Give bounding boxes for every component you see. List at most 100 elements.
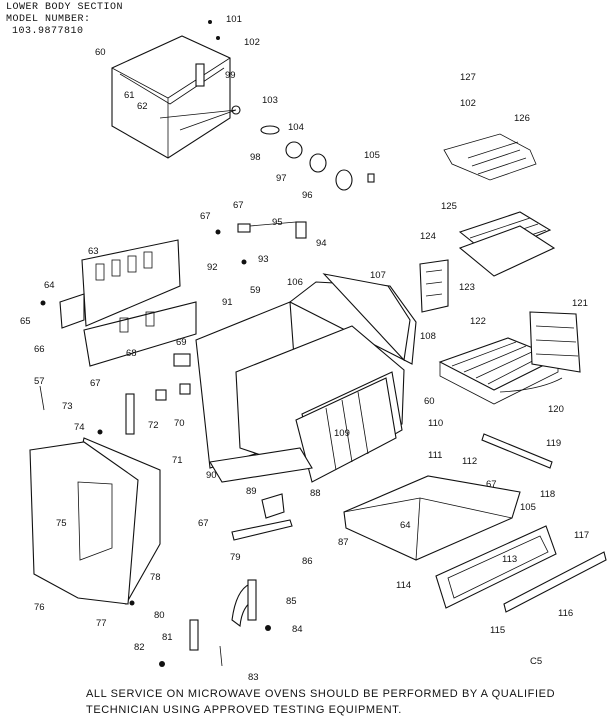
- label-70: 70: [174, 418, 185, 429]
- label-60: 60: [95, 47, 106, 58]
- label-102-right: 102: [460, 98, 476, 109]
- label-102: 102: [244, 37, 260, 48]
- label-67-bottom: 67: [198, 518, 209, 529]
- rear-panel-drawing: [40, 239, 197, 367]
- label-112: 112: [462, 456, 477, 467]
- label-71: 71: [172, 455, 183, 466]
- label-69: 69: [176, 337, 187, 348]
- label-98: 98: [250, 152, 261, 163]
- label-77: 77: [96, 618, 107, 629]
- burner-parts-drawing: [208, 20, 375, 191]
- rack-support-drawing: [499, 311, 581, 393]
- label-101: 101: [226, 14, 242, 25]
- label-82: 82: [134, 642, 145, 653]
- label-95: 95: [272, 217, 283, 228]
- label-111: 111: [428, 450, 442, 461]
- label-66: 66: [34, 344, 45, 355]
- label-119: 119: [546, 438, 561, 449]
- label-103: 103: [262, 95, 278, 106]
- label-110: 110: [428, 418, 443, 429]
- label-61: 61: [124, 90, 135, 101]
- label-68: 68: [126, 348, 137, 359]
- label-60-right: 60: [424, 396, 435, 407]
- label-63: 63: [88, 246, 99, 257]
- label-74: 74: [74, 422, 85, 433]
- label-124: 124: [420, 231, 436, 242]
- label-94: 94: [316, 238, 327, 249]
- label-104: 104: [288, 122, 304, 133]
- label-97: 97: [276, 173, 287, 184]
- label-125: 125: [441, 201, 457, 212]
- oven-body-drawing: [195, 273, 417, 483]
- label-88: 88: [310, 488, 321, 499]
- label-83: 83: [248, 672, 259, 683]
- label-92: 92: [207, 262, 218, 273]
- model-number: 103.9877810: [12, 26, 84, 37]
- label-73: 73: [62, 401, 73, 412]
- page-code: C5: [530, 656, 542, 667]
- label-76: 76: [34, 602, 45, 613]
- service-warning-line2: TECHNICIAN USING APPROVED TESTING EQUIPM…: [86, 704, 402, 716]
- label-106: 106: [287, 277, 303, 288]
- label-64: 64: [44, 280, 55, 291]
- label-123: 123: [459, 282, 475, 293]
- label-64-drawer: 64: [400, 520, 411, 531]
- diagram-title: LOWER BODY SECTION: [6, 2, 124, 13]
- label-116: 116: [558, 608, 573, 619]
- model-number-label: MODEL NUMBER:: [6, 14, 91, 25]
- label-85: 85: [286, 596, 297, 607]
- part-number-labels: 101 102 60 61 62 99 103 104 98 97 96 105…: [20, 14, 589, 683]
- label-117: 117: [574, 530, 589, 541]
- small-components-drawing: [39, 353, 293, 541]
- label-67-top: 67: [233, 200, 244, 211]
- label-79: 79: [230, 552, 241, 563]
- label-78: 78: [150, 572, 161, 583]
- label-72: 72: [148, 420, 159, 431]
- label-108: 108: [420, 331, 436, 342]
- label-86: 86: [302, 556, 313, 567]
- label-99: 99: [225, 70, 236, 81]
- label-115: 115: [490, 625, 505, 636]
- switch-bracket-drawing: [215, 221, 307, 265]
- label-62: 62: [137, 101, 148, 112]
- label-114: 114: [396, 580, 411, 591]
- door-hinge-drawing: [159, 579, 271, 667]
- label-109: 109: [334, 428, 350, 439]
- label-105: 105: [520, 502, 536, 513]
- label-91: 91: [222, 297, 233, 308]
- label-126: 126: [514, 113, 530, 124]
- label-67-mid: 67: [90, 378, 101, 389]
- back-panel-123-drawing: [419, 259, 449, 313]
- broiler-pan-drawing: [458, 211, 556, 277]
- label-65: 65: [20, 316, 31, 327]
- label-90: 90: [206, 470, 217, 481]
- label-67-left: 67: [200, 211, 211, 222]
- oven-door-drawing: [29, 429, 161, 606]
- label-80: 80: [154, 610, 165, 621]
- label-93: 93: [258, 254, 269, 265]
- label-113: 113: [502, 554, 517, 565]
- label-105-top: 105: [364, 150, 380, 161]
- label-89: 89: [246, 486, 257, 497]
- label-75: 75: [56, 518, 67, 529]
- label-118: 118: [540, 489, 555, 500]
- label-57: 57: [34, 376, 45, 387]
- service-warning-line1: ALL SERVICE ON MICROWAVE OVENS SHOULD BE…: [86, 688, 556, 700]
- label-96: 96: [302, 190, 313, 201]
- broil-element-drawing: [443, 133, 537, 181]
- drawer-front-drawing: [435, 433, 607, 613]
- label-67-right: 67: [486, 479, 497, 490]
- label-81: 81: [162, 632, 173, 643]
- storage-drawer-drawing: [343, 475, 521, 561]
- label-87: 87: [338, 537, 349, 548]
- upper-housing-drawing: [111, 35, 241, 159]
- label-127: 127: [460, 72, 476, 83]
- label-120: 120: [548, 404, 564, 415]
- label-122: 122: [470, 316, 486, 327]
- label-121: 121: [572, 298, 588, 309]
- label-84: 84: [292, 624, 303, 635]
- label-59: 59: [250, 285, 261, 296]
- label-107: 107: [370, 270, 386, 281]
